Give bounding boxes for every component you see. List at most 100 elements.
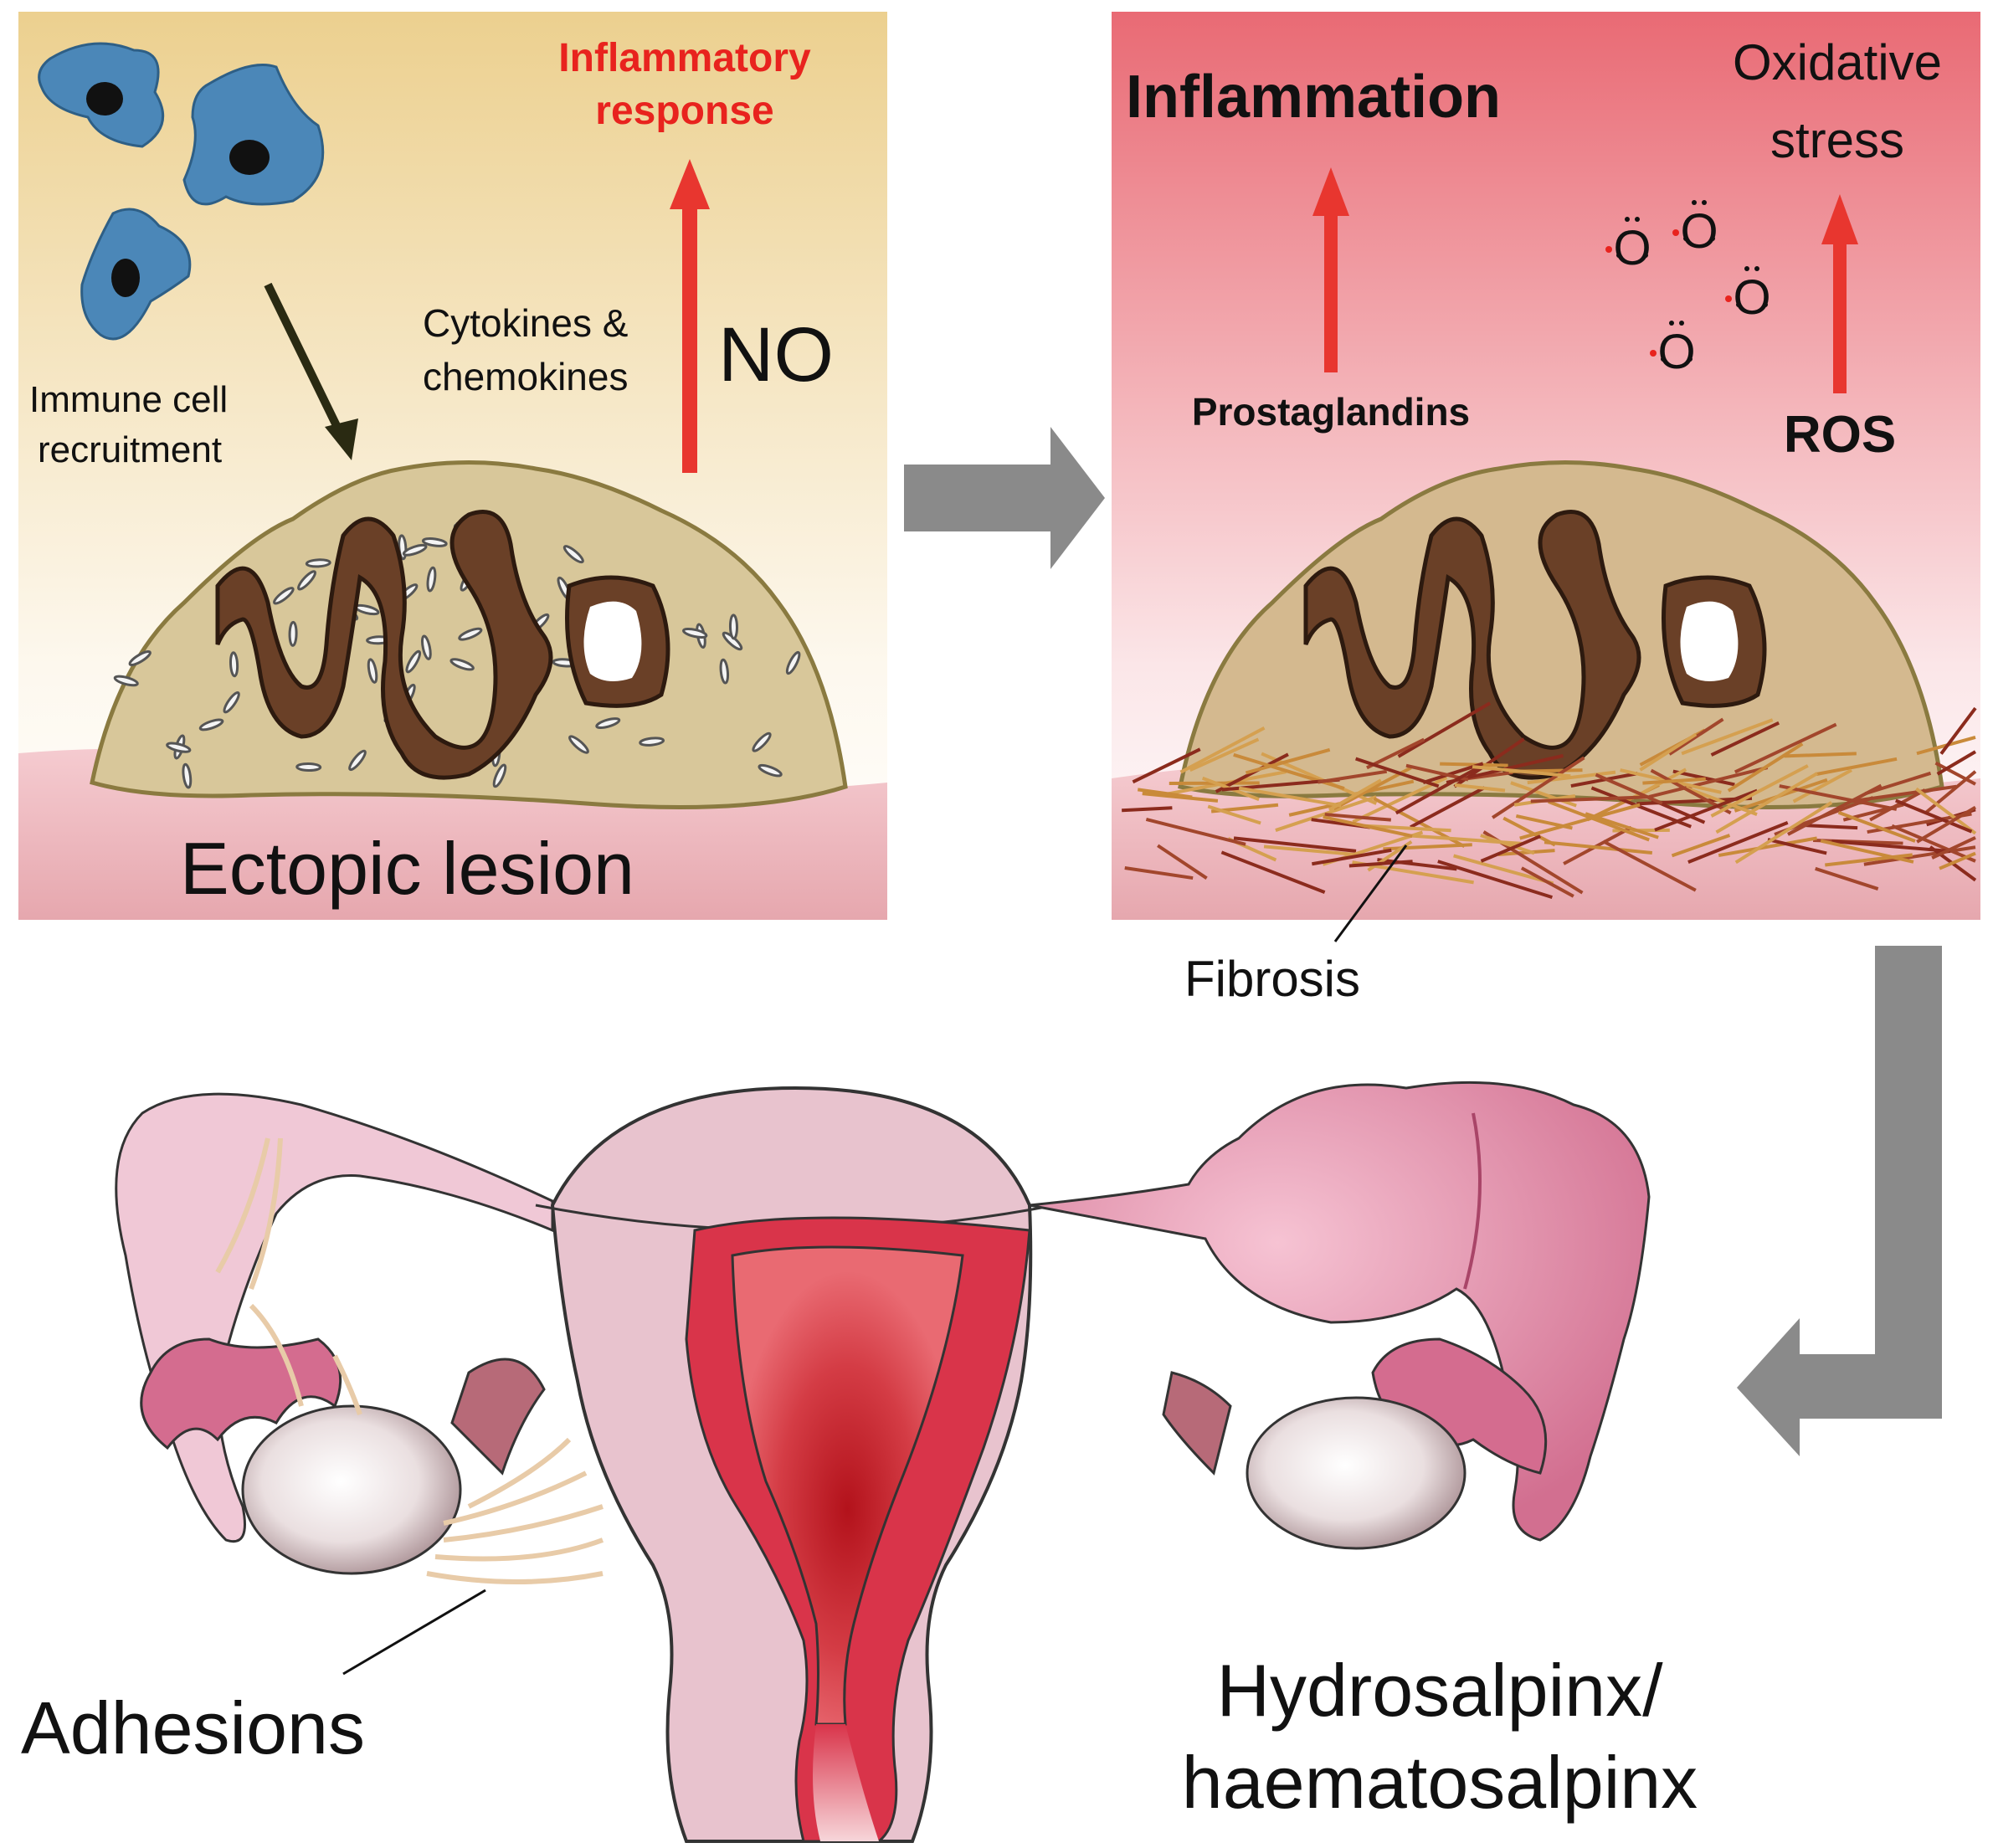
stromal-cell	[752, 732, 772, 752]
uterine-cavity	[731, 1245, 964, 1726]
fibrosis-fiber	[1527, 770, 1616, 785]
stromal-cell	[297, 570, 317, 591]
right-panel: O O O O Inflammation Oxidative stress Pr…	[1112, 12, 1980, 1007]
fibrosis-fiber	[1157, 844, 1208, 880]
right-ovarian-ligament	[1162, 1371, 1232, 1476]
fibrosis-fiber	[1530, 795, 1652, 803]
left-ovarian-ligament	[450, 1358, 546, 1476]
fibrosis-fiber	[1142, 792, 1219, 803]
fibrosis-fiber	[1916, 805, 1977, 844]
hydrosalpinx-fold	[1463, 1112, 1482, 1290]
fibrosis-fiber	[1654, 788, 1758, 832]
stromal-cell	[426, 566, 437, 593]
inflammatory-label-line2: response	[595, 89, 773, 133]
oxidative-label-line2: stress	[1770, 112, 1904, 168]
fibrosis-fiber	[1931, 836, 1976, 860]
fibrosis-fiber	[1179, 726, 1266, 774]
stromal-cell	[719, 658, 730, 685]
fibrosis-fiber	[1671, 834, 1731, 858]
fibrosis-fiber	[1397, 701, 1492, 758]
stromal-cell	[273, 587, 295, 605]
fibrosis-fiber	[1718, 836, 1817, 858]
stromal-cell	[595, 717, 621, 730]
fibrosis-fiber	[1734, 722, 1837, 774]
fibrosis-fiber	[1480, 834, 1535, 855]
fibrosis-fiber	[1383, 843, 1472, 851]
fibrosis-fiber	[1837, 810, 1916, 843]
elbow-arrow	[1737, 946, 1942, 1456]
stromal-cell	[305, 558, 331, 568]
fibrosis-fiber	[1497, 849, 1555, 856]
fibrosis-fiber	[1934, 761, 1976, 786]
stromal-cell	[458, 627, 483, 641]
fibrosis-fiber	[1480, 834, 1542, 863]
stromal-cell	[758, 763, 783, 778]
fibrosis-fiber	[1891, 824, 1976, 863]
fibrosis-fiber	[1815, 866, 1879, 891]
inflammatory-label-line1: Inflammatory	[558, 36, 811, 80]
fibrosis-fiber	[1602, 839, 1697, 892]
adhesions-pointer	[342, 1589, 486, 1676]
fibrosis-fiber	[1563, 825, 1632, 865]
immune-cell	[80, 208, 192, 341]
fibrosis-fiber	[1502, 816, 1556, 847]
left-fallopian-tube	[115, 1092, 554, 1543]
fibrosis-fiber	[1323, 815, 1413, 838]
right-ovary	[1246, 1396, 1466, 1550]
right-hydrosalpinx	[1029, 1081, 1651, 1542]
fibrosis-fiber	[1681, 718, 1774, 756]
stromal-cell	[449, 658, 475, 671]
fibrosis-fiber	[1366, 737, 1425, 770]
cervical-canal	[813, 1724, 879, 1841]
stromal-cell	[562, 545, 584, 564]
fibrosis-fiber	[1792, 768, 1852, 803]
fibrosis-fiber	[1639, 732, 1698, 772]
oxidative-label-line1: Oxidative	[1733, 34, 1942, 90]
fibrosis-fiber	[1787, 783, 1883, 836]
fibrosis-fiber	[1215, 752, 1289, 793]
cytokines-label-line2: chemokines	[423, 355, 628, 398]
no-label: NO	[718, 312, 834, 398]
fibrosis-fiber	[1784, 752, 1857, 758]
fibrosis-fiber	[1864, 771, 1932, 796]
progression-arrow	[904, 427, 1105, 569]
stromal-cell	[128, 650, 152, 666]
fibrosis-fiber	[1816, 757, 1898, 776]
stromal-cell	[728, 613, 738, 640]
fibrosis-fiber	[1936, 750, 1977, 776]
fibrosis-fiber	[1145, 817, 1246, 846]
fibrosis-fiber	[1520, 866, 1574, 898]
prostaglandins-label: Prostaglandins	[1192, 390, 1470, 434]
ectopic-lesion-fibrotic	[1178, 460, 1944, 809]
fibrosis-label: Fibrosis	[1184, 951, 1360, 1007]
stromal-cell	[348, 749, 367, 772]
left-ovary	[241, 1404, 462, 1575]
stromal-cell	[492, 763, 507, 788]
fibrosis-fiber	[1710, 721, 1780, 757]
fibrosis-fiber	[1207, 804, 1261, 825]
stromal-cell	[639, 737, 665, 747]
fibrosis-fiber	[1437, 860, 1553, 900]
stromal-cell	[295, 762, 322, 773]
fibrosis-fiber	[1548, 800, 1650, 842]
hydrosalpinx-label-line2: haematosalpinx	[1182, 1741, 1698, 1824]
fibrosis-fiber	[1915, 787, 1977, 835]
fibrosis-fiber	[1863, 845, 1976, 866]
fibrosis-fiber	[1454, 783, 1506, 793]
fibrosis-fiber	[1263, 844, 1359, 857]
stromal-cell	[229, 651, 239, 678]
left-panel: Immune cell recruitment Inflammatory res…	[18, 12, 887, 920]
fibrosis-fiber	[1312, 848, 1392, 866]
fibrosis-pointer	[1333, 844, 1408, 942]
hydrosalpinx-label-line1: Hydrosalpinx/	[1216, 1649, 1663, 1732]
immune-cell	[38, 42, 165, 148]
fibrosis-fiber	[1734, 801, 1833, 865]
stromal-cell	[405, 649, 422, 674]
fibrosis-fiber	[1377, 858, 1457, 871]
fibrosis-fiber	[1472, 765, 1571, 778]
stromal-cell	[166, 742, 192, 753]
stromal-cell	[568, 735, 589, 754]
stromal-cell	[420, 634, 432, 660]
ros-arrow-shaft	[1833, 239, 1847, 393]
fibrosis-fiber	[1124, 866, 1194, 880]
